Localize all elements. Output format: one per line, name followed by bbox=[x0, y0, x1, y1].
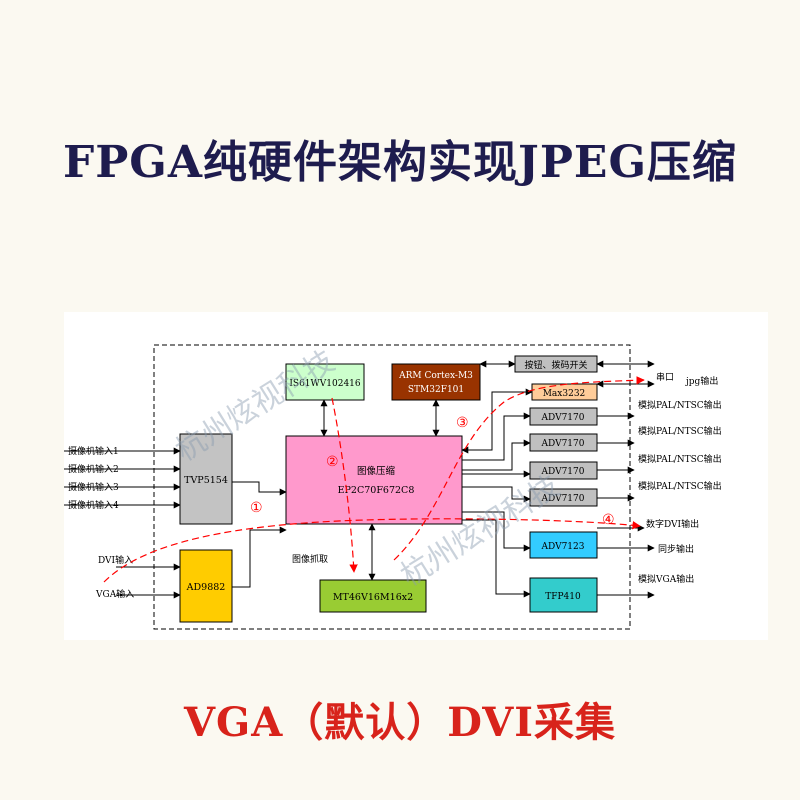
page-title: FPGA纯硬件架构实现JPEG压缩 bbox=[62, 137, 738, 188]
arm-label-line2: STM32F101 bbox=[408, 385, 464, 395]
camera-input-4-label: 摄像机输入4 bbox=[68, 499, 119, 511]
camera-input-3-label: 摄像机输入3 bbox=[68, 481, 119, 493]
fpga-block bbox=[285, 435, 463, 525]
camera-input-1-label: 摄像机输入1 bbox=[68, 445, 119, 457]
sram-block bbox=[285, 363, 365, 401]
vga-input-label: VGA输入 bbox=[95, 588, 134, 600]
path-marker-2: ② bbox=[326, 454, 339, 470]
serial-label: 串口 bbox=[656, 372, 674, 383]
tfp410-label: TFP410 bbox=[545, 592, 581, 602]
footer-caption: VGA（默认）DVI采集 bbox=[184, 699, 616, 746]
adv7170-label-4: ADV7170 bbox=[541, 494, 585, 504]
adv7170-block-3 bbox=[529, 461, 598, 480]
data-paths bbox=[103, 376, 645, 583]
pal-output-1-label: 模拟PAL/NTSC输出 bbox=[638, 399, 722, 411]
ad9882-block bbox=[179, 549, 233, 623]
keys-block bbox=[514, 355, 598, 373]
path-marker-4: ④ bbox=[602, 512, 615, 528]
adv7170-label-3: ADV7170 bbox=[541, 467, 585, 477]
adv7123-label: ADV7123 bbox=[541, 542, 585, 552]
adv7170-block-1 bbox=[529, 407, 598, 426]
sdram-block bbox=[319, 579, 427, 613]
fpga-label-line2: EP2C70F672C8 bbox=[338, 485, 415, 496]
max3232-label: Max3232 bbox=[543, 389, 586, 399]
adv7170-label-1: ADV7170 bbox=[541, 413, 585, 423]
path-marker-3: ③ bbox=[456, 415, 469, 431]
jpg-output-label: jpg输出 bbox=[685, 375, 718, 387]
camera-input-2-label: 摄像机输入2 bbox=[68, 463, 119, 475]
pal-output-4-label: 模拟PAL/NTSC输出 bbox=[638, 480, 722, 492]
vga-output-label: 模拟VGA输出 bbox=[638, 573, 694, 585]
tvp5154-label: TVP5154 bbox=[184, 475, 228, 486]
digital-dvi-output-label: 数字DVI输出 bbox=[646, 518, 699, 530]
fpga-label-line1: 图像压缩 bbox=[357, 465, 396, 477]
arm-label-line1: ARM Cortex-M3 bbox=[398, 371, 473, 381]
sdram-label: MT46V16M16x2 bbox=[333, 592, 413, 603]
arm-block bbox=[391, 363, 481, 401]
sram-label: IS61WV102416 bbox=[289, 379, 361, 389]
ad9882-label: AD9882 bbox=[186, 582, 226, 593]
pal-output-2-label: 模拟PAL/NTSC输出 bbox=[638, 425, 722, 437]
keys-label: 按钮、拨码开关 bbox=[524, 359, 587, 371]
adv7170-label-2: ADV7170 bbox=[541, 439, 585, 449]
pal-output-3-label: 模拟PAL/NTSC输出 bbox=[638, 453, 722, 465]
capture-label: 图像抓取 bbox=[292, 553, 328, 565]
dvi-input-label: DVI输入 bbox=[98, 554, 133, 566]
path-marker-1: ① bbox=[250, 500, 263, 516]
tfp410-block bbox=[529, 577, 598, 613]
adv7123-block bbox=[529, 531, 598, 559]
block-diagram: TVP5154 AD9882 IS61WV102416 ARM Cortex-M… bbox=[64, 312, 768, 640]
sync-output-label: 同步输出 bbox=[658, 543, 694, 555]
tvp5154-block bbox=[179, 433, 233, 525]
adv7170-block-4 bbox=[529, 488, 598, 507]
adv7170-block-2 bbox=[529, 433, 598, 452]
